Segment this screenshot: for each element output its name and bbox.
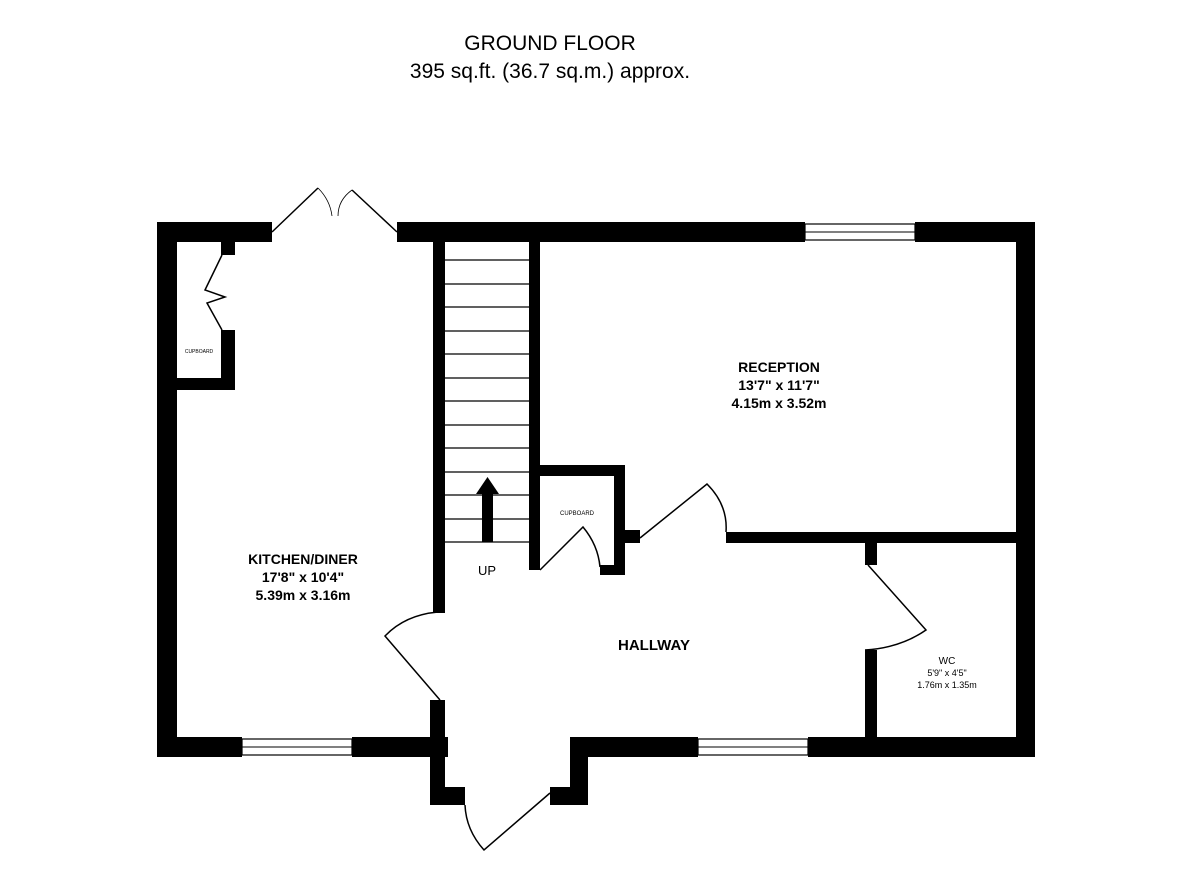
cupboard-left-label: CUPBOARD bbox=[185, 349, 214, 355]
door-front bbox=[464, 792, 551, 852]
floor-area: 395 sq.ft. (36.7 sq.m.) approx. bbox=[409, 60, 691, 83]
door-french-right bbox=[351, 189, 398, 233]
kitchen-imperial: 17'8" x 10'4" bbox=[262, 569, 344, 585]
wc-name: WC bbox=[939, 656, 956, 667]
stairs-up-label: UP bbox=[478, 563, 496, 578]
door-cupboard-left bbox=[203, 254, 228, 331]
door-wc bbox=[864, 564, 928, 651]
reception-metric: 4.15m x 3.52m bbox=[732, 395, 827, 411]
window-lines bbox=[242, 231, 915, 748]
kitchen-name: KITCHEN/DINER bbox=[248, 551, 358, 567]
stair-up-arrow-icon bbox=[476, 477, 499, 542]
reception-name: RECEPTION bbox=[738, 359, 820, 375]
wc-metric: 1.76m x 1.35m bbox=[917, 680, 977, 690]
walls bbox=[157, 222, 1035, 805]
door-kitchen bbox=[383, 611, 441, 701]
door-french-left bbox=[271, 187, 319, 233]
windows bbox=[241, 223, 916, 756]
door-cupboard-hall bbox=[539, 525, 601, 571]
wc-imperial: 5'9" x 4'5" bbox=[927, 668, 966, 678]
reception-imperial: 13'7" x 11'7" bbox=[738, 377, 819, 393]
doors bbox=[203, 187, 928, 852]
kitchen-metric: 5.39m x 3.16m bbox=[256, 587, 351, 603]
cupboard-hall-label: CUPBOARD bbox=[560, 511, 595, 517]
hallway-name: HALLWAY bbox=[618, 637, 690, 654]
door-reception bbox=[639, 482, 727, 539]
floor-title: GROUND FLOOR bbox=[464, 32, 636, 55]
